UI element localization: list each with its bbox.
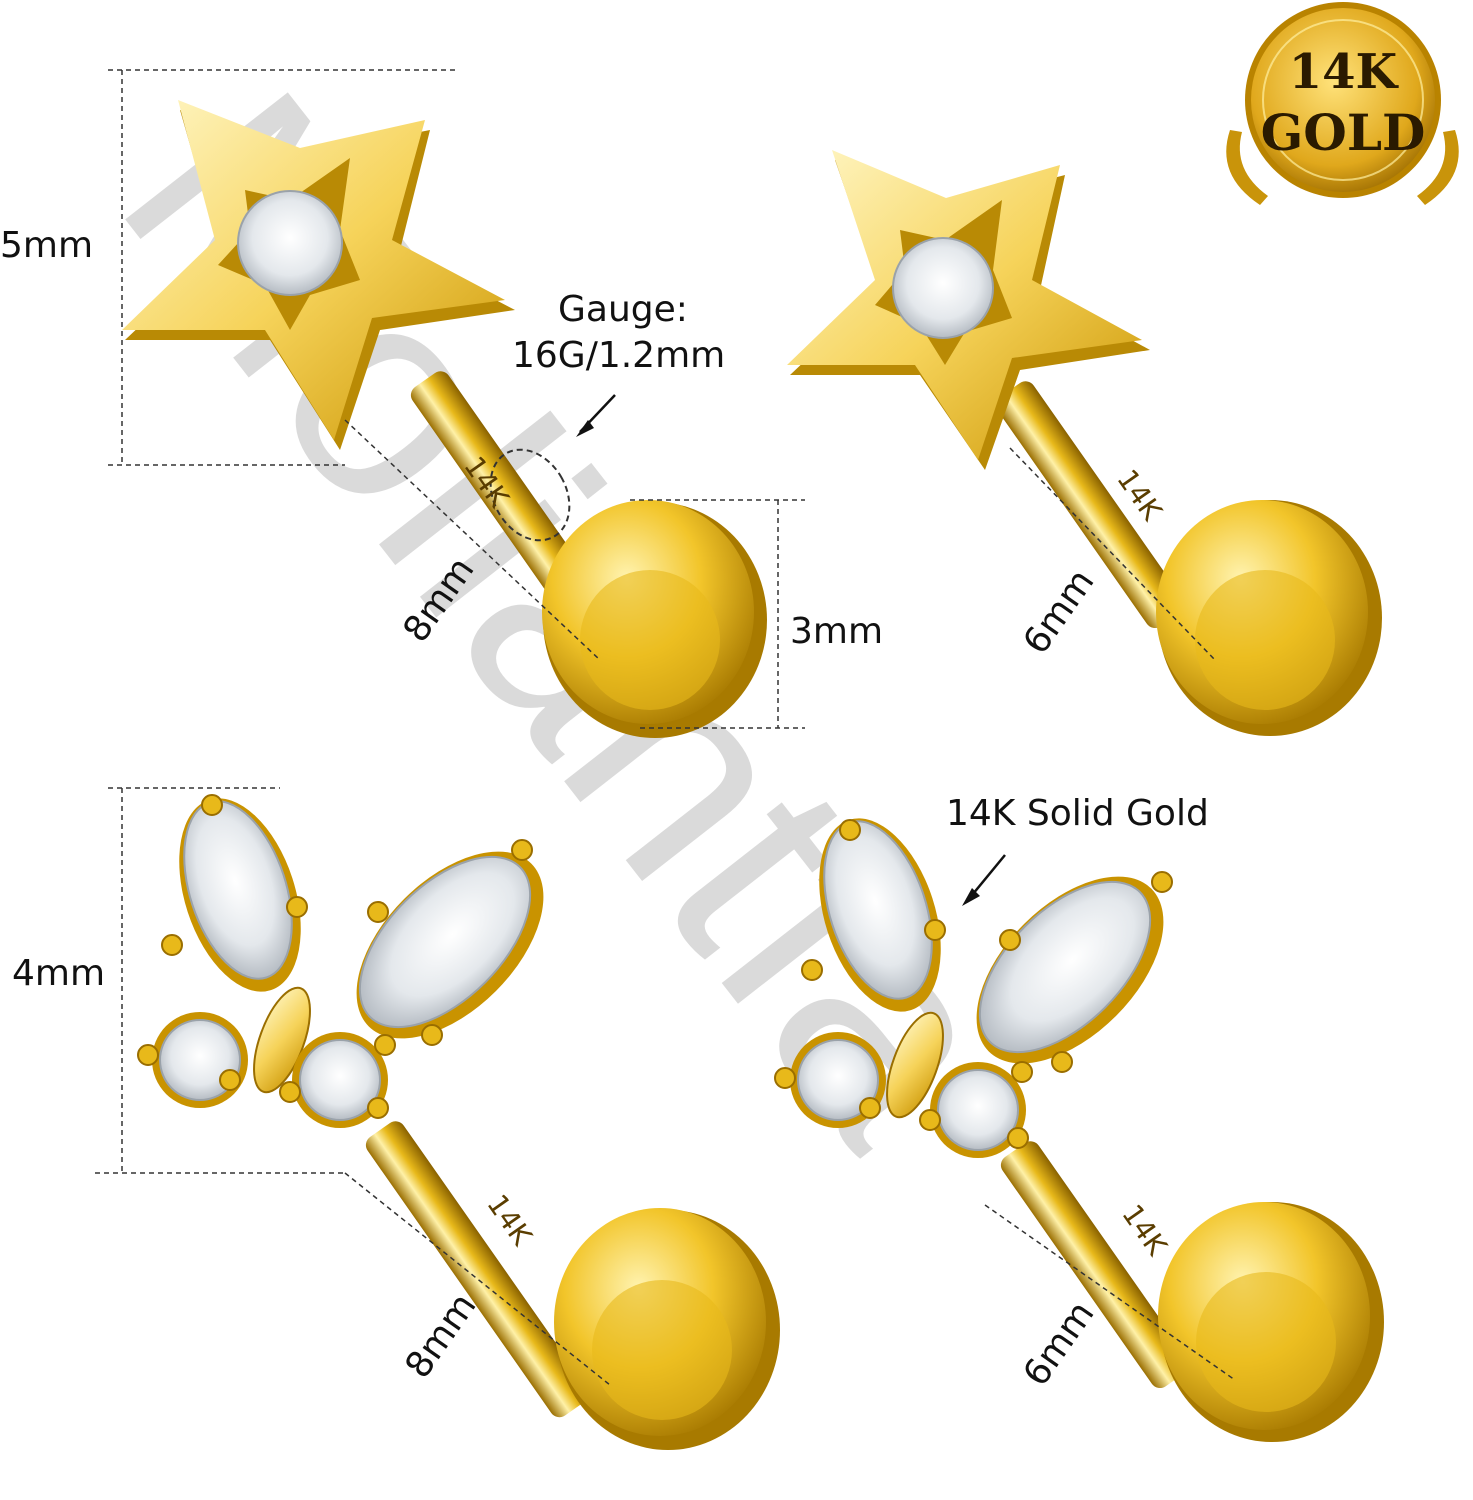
material-label: 14K Solid Gold [946, 793, 1209, 834]
star-gem [892, 237, 994, 339]
laurel-left-icon [1226, 130, 1268, 205]
length-dimension [344, 1172, 611, 1386]
length-dimension [984, 1204, 1236, 1381]
disc-dimension [630, 499, 805, 729]
laurel-right-icon [1417, 130, 1459, 205]
gauge-value: 16G/1.2mm [512, 335, 726, 376]
badge-line2: GOLD [1261, 103, 1426, 162]
product-star-8mm [108, 69, 805, 738]
height-dimension [95, 787, 345, 1174]
height-dimension [108, 69, 458, 466]
gauge-title: Gauge: [558, 289, 688, 330]
product-star-6mm [787, 150, 1382, 736]
badge-line1: 14K [1289, 44, 1400, 100]
gold-badge: 14K GOLD [1226, 2, 1459, 205]
gauge-highlight [489, 448, 571, 542]
product1-disc-label: 3mm [790, 611, 884, 652]
star-gem [237, 190, 343, 296]
product3-height-label: 4mm [12, 953, 106, 994]
length-dimension [1009, 447, 1216, 661]
length-dimension [344, 419, 601, 661]
product-butterfly-6mm [774, 818, 1384, 1442]
product1-height-label: 5mm [0, 225, 94, 266]
product-butterfly-8mm [95, 787, 780, 1450]
